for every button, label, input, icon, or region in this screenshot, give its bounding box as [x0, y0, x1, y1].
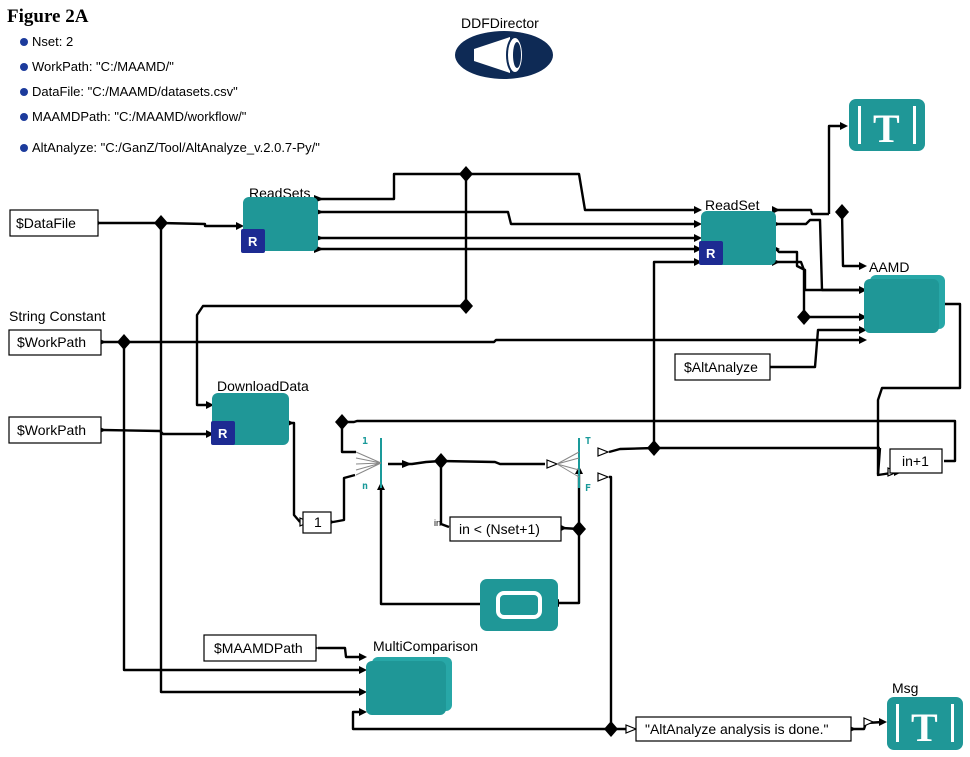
increment-expression[interactable]: in+1 [889, 448, 943, 474]
readset-r-badge: R [706, 246, 716, 261]
switch-false-label: F [585, 483, 591, 494]
relation-diamond [154, 215, 168, 231]
director[interactable]: DDFDirector [455, 15, 553, 79]
downloaddata-r-badge: R [218, 426, 228, 441]
msg-label: Msg [892, 680, 918, 696]
aamd-label: AAMD [869, 259, 909, 275]
relation-diamond [335, 414, 349, 430]
parameter-datafile[interactable]: DataFile: "C:/MAAMD/datasets.csv" [32, 84, 238, 99]
relation-diamond [459, 298, 473, 314]
workpath-source-2-label: $WorkPath [17, 422, 86, 438]
altanalyze-source[interactable]: $AltAnalyze [674, 353, 771, 381]
parameter-bullet [20, 113, 28, 121]
condition-expression[interactable]: in in < (Nset+1) [434, 516, 562, 542]
msg-display[interactable]: Msg T [887, 680, 963, 750]
relation-diamond [647, 440, 661, 456]
relation-diamond [117, 334, 131, 350]
relation-diamonds [117, 166, 849, 737]
parameter-bullet [20, 144, 28, 152]
readset-actor[interactable]: ReadSet R [699, 197, 776, 265]
parameter-bullet [20, 88, 28, 96]
relation-diamond [459, 166, 473, 182]
msg-t-icon: T [911, 705, 938, 750]
constant-one-label: 1 [314, 514, 322, 530]
director-label: DDFDirector [461, 15, 539, 31]
parameter-bullet [20, 38, 28, 46]
relation-diamond [604, 721, 618, 737]
increment-label: in+1 [902, 453, 929, 469]
done-message-label: "AltAnalyze analysis is done." [645, 721, 829, 737]
hollow-ports [299, 447, 899, 734]
workpath-source-label: $WorkPath [17, 334, 86, 350]
loop-monitor[interactable] [480, 579, 558, 631]
parameter-altanalyze[interactable]: AltAnalyze: "C:/GanZ/Tool/AltAnalyze_v.2… [32, 140, 320, 155]
datafile-source-label: $DataFile [16, 215, 76, 231]
datafile-source[interactable]: $DataFile [9, 209, 99, 237]
parameter-list: Nset: 2 WorkPath: "C:/MAAMD/" DataFile: … [20, 34, 320, 155]
readsets-actor[interactable]: ReadSets R [241, 185, 318, 253]
relation-diamond [434, 453, 448, 469]
megaphone-icon [455, 31, 553, 79]
connection-wires [100, 124, 962, 731]
done-message[interactable]: "AltAnalyze analysis is done." [635, 716, 852, 742]
downloaddata-label: DownloadData [217, 378, 309, 394]
readsets-r-badge: R [248, 234, 258, 249]
mux-top-label: 1 [362, 436, 368, 447]
condition-port-label: in [434, 518, 441, 528]
readset-label: ReadSet [705, 197, 760, 213]
maamdpath-source-label: $MAAMDPath [214, 640, 303, 656]
relation-diamond [797, 309, 811, 325]
relation-diamond [835, 204, 849, 220]
parameter-bullet [20, 63, 28, 71]
parameter-workpath[interactable]: WorkPath: "C:/MAAMD/" [32, 59, 174, 74]
workpath-source-2[interactable]: $WorkPath [8, 416, 102, 444]
string-constant-label: String Constant [9, 308, 106, 324]
altanalyze-source-label: $AltAnalyze [684, 359, 758, 375]
workpath-source[interactable]: $WorkPath [8, 329, 102, 356]
aamd-actor[interactable]: AAMD [864, 259, 945, 333]
parameter-maamdpath[interactable]: MAAMDPath: "C:/MAAMD/workflow/" [32, 109, 247, 124]
display-top-t-icon: T [873, 106, 900, 151]
multicomparison-label: MultiComparison [373, 638, 478, 654]
switch-true-label: T [585, 436, 591, 447]
maamdpath-source[interactable]: $MAAMDPath [203, 634, 317, 662]
multicomparison-actor[interactable]: MultiComparison [366, 638, 478, 715]
boolean-switch[interactable]: T F [556, 436, 591, 494]
multiplexer[interactable]: 1 n [355, 436, 382, 492]
condition-label: in < (Nset+1) [459, 521, 540, 537]
constant-one[interactable]: 1 [302, 511, 332, 534]
figure-title: Figure 2A [7, 6, 89, 27]
display-top[interactable]: T [849, 99, 925, 151]
mux-bottom-label: n [362, 481, 368, 492]
downloaddata-actor[interactable]: DownloadData R [211, 378, 309, 445]
parameter-nset[interactable]: Nset: 2 [32, 34, 73, 49]
relation-diamond [572, 521, 586, 537]
